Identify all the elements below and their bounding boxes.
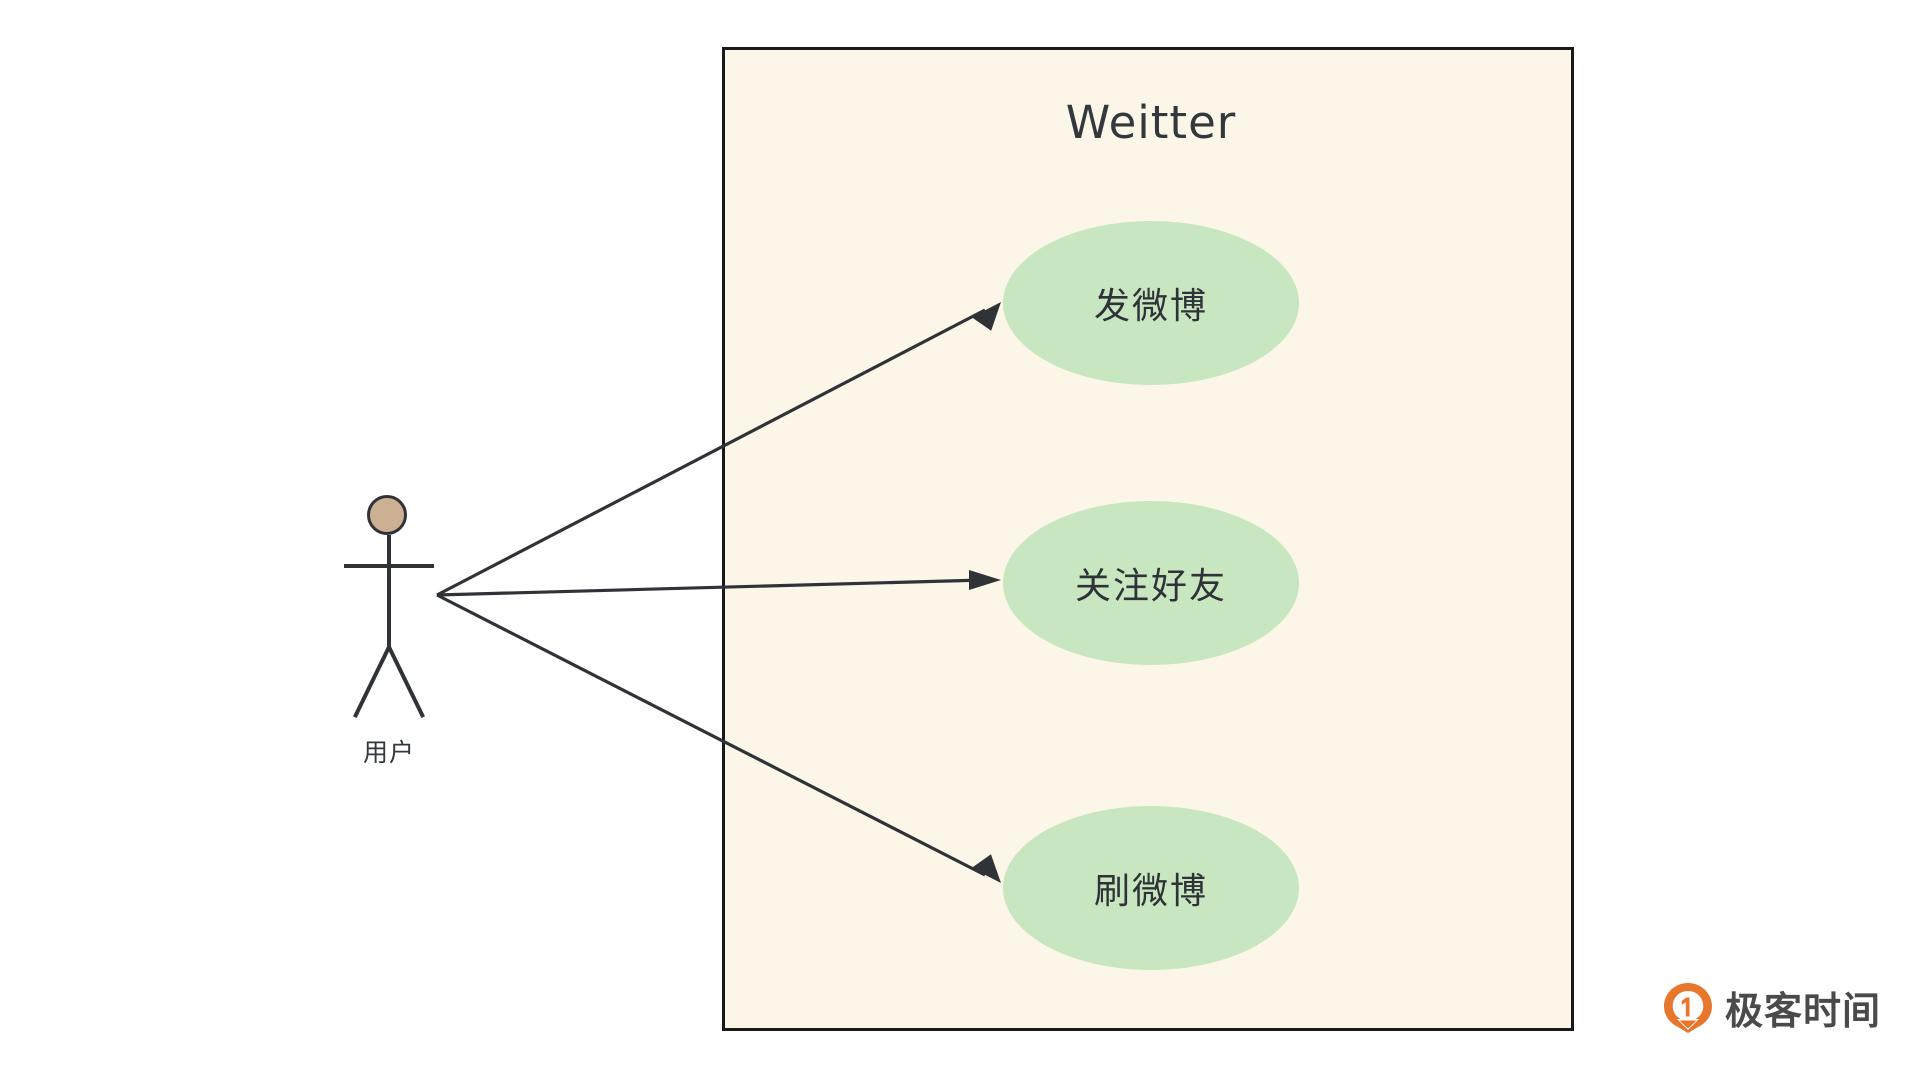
actor-arms-line [344,564,434,568]
actor-head-icon [367,495,407,535]
use-case-label: 发微博 [1093,286,1208,327]
actor-leg-left [353,646,391,718]
geektime-pin-icon [1664,982,1712,1033]
actor-body-line [387,535,391,650]
use-case-post-weibo[interactable]: 发微博 [1003,221,1299,385]
use-case-label: 关注好友 [1074,566,1227,607]
actor-leg-right [387,646,425,718]
watermark-logo: 极客时间 [1663,980,1881,1035]
actor-label: 用户 [362,738,415,767]
use-case-label: 刷微博 [1093,871,1208,912]
system-boundary-box: Weitter 发微博 关注好友 刷微博 [722,47,1574,1031]
use-case-browse-weibo[interactable]: 刷微博 [1003,806,1299,970]
watermark-text: 极客时间 [1725,989,1882,1033]
system-title: Weitter [1065,96,1237,149]
use-case-follow-friend[interactable]: 关注好友 [1003,501,1299,665]
